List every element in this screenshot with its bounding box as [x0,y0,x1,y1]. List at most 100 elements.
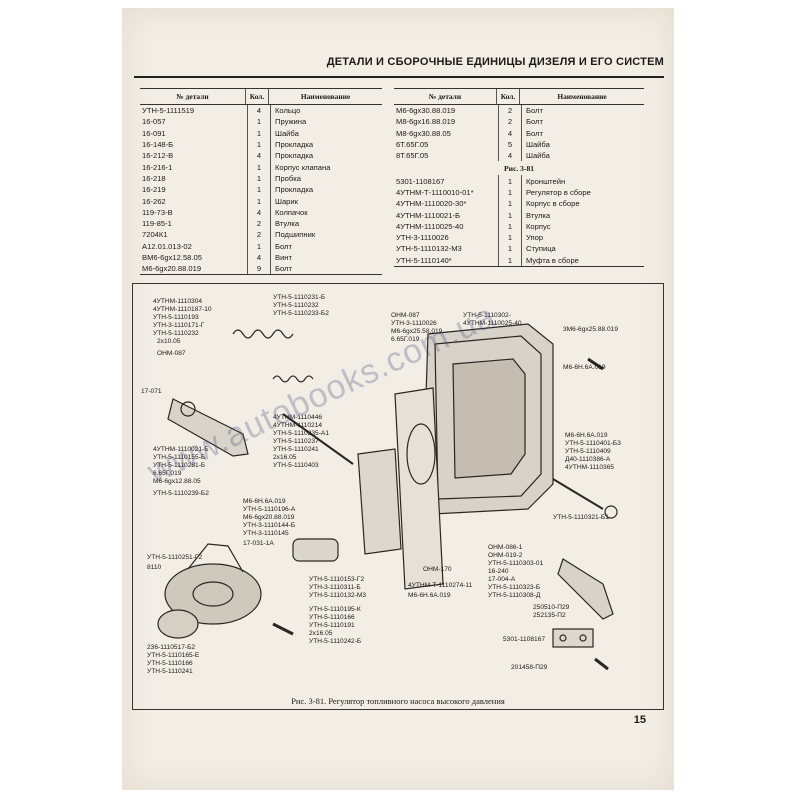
cell-qty: 1 [499,254,522,266]
shaft-nut [604,505,618,519]
callout-label: УТН-5-1110321-Б1 [553,514,609,521]
callout-label: УТН-5-1110191 [309,622,355,629]
exploded-view-drawing [157,323,618,671]
callout-label: 17-004-А [488,576,516,583]
callout-label: УТН-5-1110195-К [309,606,361,613]
col-part-header: № детали [140,89,246,104]
right-lever [557,558,614,620]
cell-name: Болт [275,264,292,274]
bracket-hole [579,634,587,642]
callout-label: УТН-5-1110153-Г2 [309,576,365,583]
callout-label: УТН-5-1110232 [273,302,319,309]
callout-label: УТН-5-1110237 [273,438,319,445]
col-qty-header: Кол. [497,89,520,104]
lever-arm [167,398,249,457]
callout-label: 5301-1108167 [503,636,546,643]
cell-name: Болт [526,106,543,116]
gasket-plate [394,387,444,590]
cell-part: ВМ6-6gх12.58.05 [140,251,248,264]
callout-label: ОНМ-087 [391,312,420,319]
parts-table-right: № детали Кол. Наименование М6-6gх30.88.0… [394,88,644,267]
cell-qty: 1 [248,116,271,128]
table-subheader: Рис. 3-81 [394,161,644,175]
cell-part: 8Т.65Г.05 [394,150,499,162]
figure-caption: Рис. 3-81. Регулятор топливного насоса в… [291,696,505,706]
cell-part: 16-212-В [140,150,248,162]
callout-label: УТН-5-1110235-А1 [273,430,329,437]
cell-name: Болт [526,128,543,138]
callout-label: УТН-5-1110166 [309,614,355,621]
callout-label: УТН-5-1110232 [153,330,199,337]
callout-label: Д40-1110386-А [565,456,611,463]
callout-label: ОНМ-087 [157,350,186,357]
cell-qty: 5 [499,138,522,151]
callout-label: 201458-П29 [511,664,548,671]
cell-qty: 2 [499,116,522,128]
callout-label: 4УТНМ-1110304 [153,298,203,305]
book-page: ДЕТАЛИ И СБОРОЧНЫЕ ЕДИНИЦЫ ДИЗЕЛЯ И ЕГО … [122,8,674,790]
callout-label: 4УТНМ-Т-1110274-11 [408,582,473,589]
cell-qty: 1 [499,220,522,232]
callout-label: 6.65Г.019 [391,336,420,343]
callout-label: УТН-5-1110241 [273,446,319,453]
bracket-hole [559,634,567,642]
cell-qty: 1 [499,231,522,244]
callout-label: М6-6Н.6А.019 [408,592,451,599]
callout-label: ОНМ-170 [423,566,452,573]
table-header-row: № детали Кол. Наименование [140,89,382,105]
coupling [157,609,199,639]
cell-part: 16-148-Б [140,138,248,151]
cell-qty: 1 [248,127,271,139]
cell-name: Втулка [526,210,551,220]
callout-label: УТН-5-1110233-Б2 [273,310,329,317]
cell-part: 16-218 [140,172,248,185]
callout-label: 2х10.05 [157,338,181,345]
gasket-hole [406,423,436,485]
sleeve [292,538,339,562]
callout-label: УТН-5-1110241 [147,668,193,675]
callout-label: УТН-5-1110409 [565,448,611,455]
cell-name: Прокладка [275,151,314,161]
flyweight [187,543,244,573]
callout-label: УТН-5-1110323-Б [488,584,541,591]
cell-qty: 4 [499,127,522,139]
cell-qty: 4 [248,251,271,264]
cell-part: УТН-5-1110132-М3 [394,243,499,255]
cell-name: Корпус [526,221,551,231]
cell-qty: 2 [248,229,271,241]
cell-qty: 1 [248,161,271,173]
cell-part: 16-262 [140,195,248,207]
callout-label: 16-240 [488,568,509,575]
callout-label: М6-6Н.6А.019 [243,498,286,505]
callout-label: 4УТНМ-1110025-40 [463,320,522,327]
flyweight-hub [164,563,262,625]
callout-label: УТН-5-1110401-Б3 [565,440,621,447]
cover-plate [357,448,402,555]
callout-label: 17-031-1А [243,540,274,547]
callout-label: ОНМ-086-1 [488,544,523,551]
callout-label: 8110 [147,564,162,571]
callout-label: УТН-3-1110144-Б [243,522,296,529]
cell-part: 4УТНМ-1110021-Б [394,209,499,221]
cell-name: Пробка [275,173,301,183]
hub-center [192,581,234,607]
cell-qty: 1 [499,175,522,187]
cell-name: Шайба [526,140,550,150]
cell-part: 4УТНМ-1110025-40 [394,220,499,232]
cell-qty: 4 [499,150,522,162]
cell-name: Кронштейн [526,176,566,186]
callout-label: УТН-5-1110231-Б [273,294,326,301]
